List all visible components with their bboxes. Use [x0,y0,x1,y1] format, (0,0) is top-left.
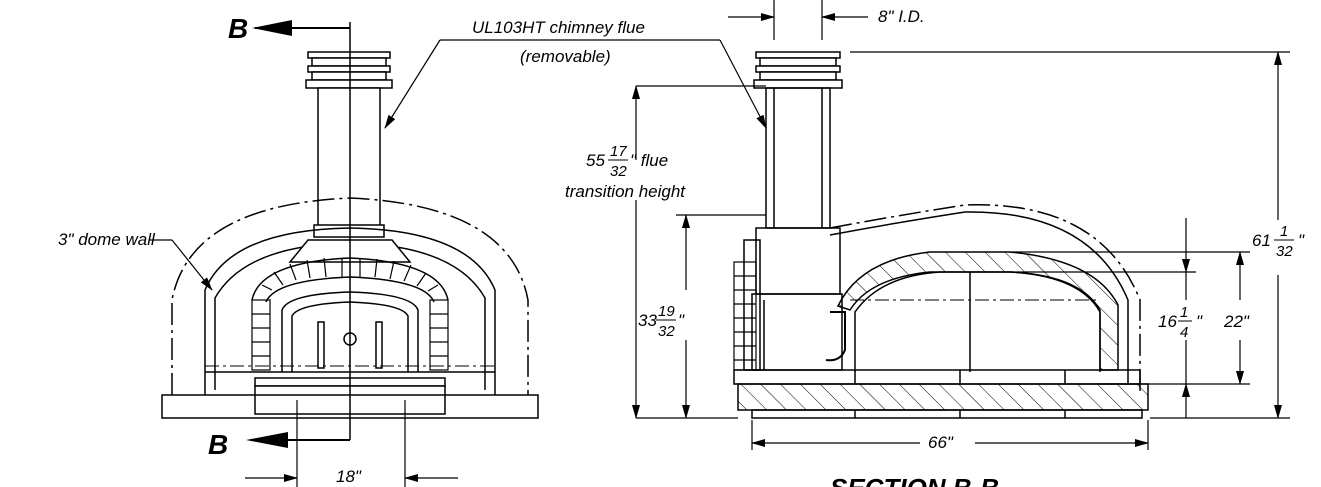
section-chimney-cap [753,51,843,89]
section-marker-bottom: B [208,429,228,460]
opening-width-label: 18" [336,467,362,486]
total-height-num: 1 [1280,223,1288,240]
total-height-suffix: " [1298,231,1305,250]
dome-height-num: 1 [1180,304,1188,321]
flue-height-whole: 55 [586,151,605,170]
section-chimney-pipe [765,87,831,229]
entry-height-num: 19 [658,303,675,320]
flue-height-suffix: " flue [630,151,668,170]
front-view [161,22,539,487]
flue-height-line2: transition height [565,182,686,201]
section-title: SECTION B-B [830,473,999,487]
section-arrows [246,20,292,448]
section-dome-shell [836,251,1119,371]
front-pillar-bricks [251,299,449,371]
chimney-label-line1: UL103HT chimney flue [472,18,645,37]
section-arrow-top [252,20,292,36]
front-chimney-cap [305,51,393,89]
flue-height-den: 32 [610,163,627,180]
total-height-whole: 61 [1252,231,1271,250]
entry-height-den: 32 [658,323,675,340]
dome-height-den: 4 [1180,324,1188,341]
entry-height-whole: 33 [638,311,657,330]
chimney-label-line2: (removable) [520,47,611,66]
dome-wall-label: 3" dome wall [58,230,156,249]
section-marker-top: B [228,13,248,44]
section-floor [733,369,1141,385]
total-height-den: 32 [1276,243,1293,260]
front-chimney-pipe [317,87,381,231]
interior-height-label: 22" [1223,312,1250,331]
dome-height-suffix: " [1196,312,1203,331]
inner-diameter-label: 8" I.D. [878,7,925,26]
section-base-slab [737,383,1149,411]
dome-height-whole: 16 [1158,312,1177,331]
section-outer-dome [829,204,1141,395]
overall-width-label: 66" [928,433,954,452]
flue-height-num: 17 [610,143,627,160]
section-arrow-bottom [246,432,288,448]
section-view [733,51,1149,419]
entry-height-suffix: " [678,311,685,330]
